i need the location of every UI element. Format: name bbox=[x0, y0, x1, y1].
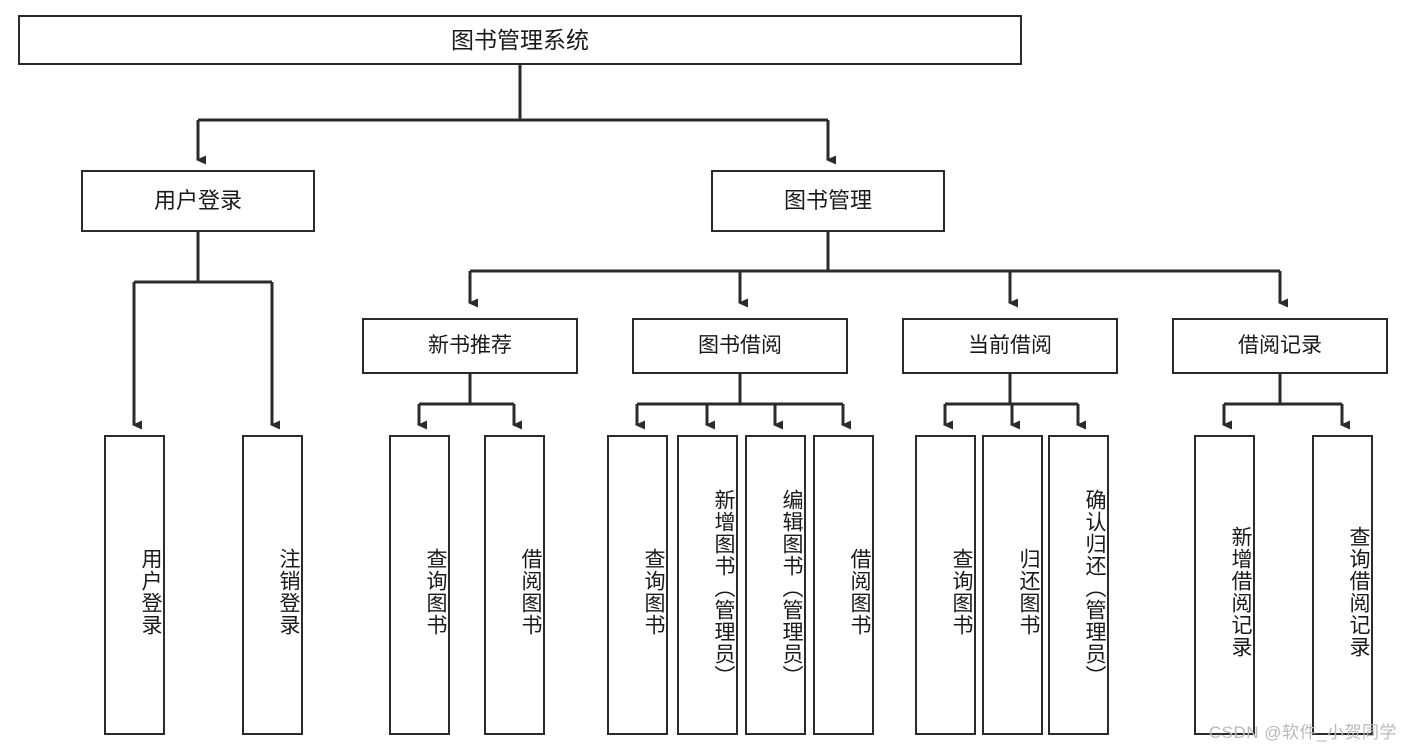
node-label: 图书管理系统 bbox=[451, 26, 589, 53]
leaf-logout-login[interactable]: 注销登录 bbox=[242, 435, 303, 735]
node-label: 当前借阅 bbox=[968, 333, 1052, 357]
node-label: 查询图书 bbox=[424, 548, 447, 636]
node-label: 图书管理 bbox=[783, 188, 872, 214]
leaf-edit-book-admin[interactable]: 编辑图书（管理员） bbox=[745, 435, 806, 735]
node-label: 借阅图书 bbox=[848, 548, 871, 636]
node-new-book-recommend[interactable]: 新书推荐 bbox=[362, 318, 578, 374]
node-label: 新增借阅记录 bbox=[1229, 526, 1252, 658]
leaf-add-book-admin[interactable]: 新增图书（管理员） bbox=[677, 435, 738, 735]
leaf-return-book[interactable]: 归还图书 bbox=[982, 435, 1043, 735]
node-label: 查询图书 bbox=[642, 548, 665, 636]
node-label: 用户登录 bbox=[153, 188, 242, 214]
node-label: 借阅图书 bbox=[519, 548, 542, 636]
node-book-borrow[interactable]: 图书借阅 bbox=[632, 318, 848, 374]
leaf-query-borrow-record[interactable]: 查询借阅记录 bbox=[1312, 435, 1373, 735]
node-label: 用户登录 bbox=[139, 548, 162, 636]
leaf-confirm-return-admin[interactable]: 确认归还（管理员） bbox=[1048, 435, 1109, 735]
node-label: 归还图书 bbox=[1017, 548, 1040, 636]
leaf-query-book-recommend[interactable]: 查询图书 bbox=[389, 435, 450, 735]
leaf-query-book-borrow[interactable]: 查询图书 bbox=[607, 435, 668, 735]
leaf-add-borrow-record[interactable]: 新增借阅记录 bbox=[1194, 435, 1255, 735]
node-current-borrow[interactable]: 当前借阅 bbox=[902, 318, 1118, 374]
node-label: 确认归还（管理员） bbox=[1083, 489, 1106, 687]
node-root-system[interactable]: 图书管理系统 bbox=[18, 15, 1022, 65]
node-borrow-record[interactable]: 借阅记录 bbox=[1172, 318, 1388, 374]
watermark-text: CSDN @软件_小贺同学 bbox=[1208, 723, 1397, 742]
leaf-borrow-book-recommend[interactable]: 借阅图书 bbox=[484, 435, 545, 735]
node-label: 编辑图书（管理员） bbox=[780, 489, 803, 687]
node-user-login[interactable]: 用户登录 bbox=[81, 170, 315, 232]
node-label: 查询借阅记录 bbox=[1347, 526, 1370, 658]
node-label: 新增图书（管理员） bbox=[712, 489, 735, 687]
leaf-borrow-book[interactable]: 借阅图书 bbox=[813, 435, 874, 735]
node-label: 图书借阅 bbox=[698, 333, 782, 357]
node-label: 借阅记录 bbox=[1238, 333, 1322, 357]
leaf-query-book-current[interactable]: 查询图书 bbox=[915, 435, 976, 735]
node-label: 查询图书 bbox=[950, 548, 973, 636]
node-label: 注销登录 bbox=[277, 548, 300, 636]
node-book-management[interactable]: 图书管理 bbox=[711, 170, 945, 232]
leaf-user-login[interactable]: 用户登录 bbox=[104, 435, 165, 735]
node-label: 新书推荐 bbox=[428, 333, 512, 357]
